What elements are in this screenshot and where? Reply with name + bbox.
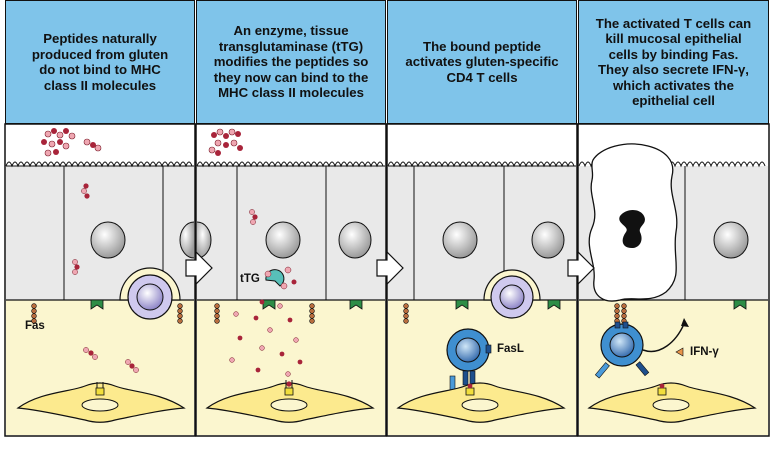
panel-1 bbox=[4, 123, 196, 437]
fasl-label: FasL bbox=[497, 343, 524, 355]
panel-4 bbox=[577, 123, 770, 437]
nucleus-1b bbox=[179, 221, 195, 259]
microvilli-1 bbox=[5, 161, 193, 168]
fas-receptor-1b bbox=[177, 303, 183, 324]
gluten-peptides-epithelium-2 bbox=[249, 209, 258, 225]
ifn-gamma-label: IFN-γ bbox=[690, 346, 719, 358]
ttg-label: tTG bbox=[240, 273, 260, 285]
apc-mhc-1 bbox=[95, 387, 105, 396]
gluten-peptides-lumen-2 bbox=[208, 128, 243, 156]
microvilli-3 bbox=[387, 161, 575, 168]
fragmented-nucleus bbox=[619, 210, 645, 248]
modified-peptides-2 bbox=[229, 299, 303, 377]
panel-2-header: An enzyme, tissue transglutaminase (tTG)… bbox=[196, 0, 386, 124]
panel-1-header: Peptides naturally produced from gluten … bbox=[5, 0, 195, 124]
panel-4-header: The activated T cells can kill mucosal e… bbox=[578, 0, 769, 124]
panel-2 bbox=[195, 123, 387, 437]
panel-3 bbox=[386, 123, 578, 437]
arrow-2-3 bbox=[376, 250, 404, 286]
nucleus-1a bbox=[90, 221, 126, 259]
mhc-molecule-1 bbox=[90, 299, 104, 310]
gluten-peptides-lamina-1 bbox=[83, 347, 139, 373]
microvilli-2 bbox=[196, 161, 384, 168]
gluten-peptides-epithelium-1 bbox=[72, 183, 90, 275]
fasl-3 bbox=[485, 344, 492, 354]
gluten-peptides-lumen-1 bbox=[41, 128, 102, 157]
ifn-gamma-molecule bbox=[675, 347, 684, 357]
panel-3-header: The bound peptide activates gluten-speci… bbox=[387, 0, 577, 124]
lymphocyte-nucleus bbox=[136, 283, 164, 311]
fas-receptor-1a bbox=[31, 303, 37, 324]
apc-nucleus-1 bbox=[81, 398, 119, 412]
ifn-arrow bbox=[642, 323, 685, 353]
arrow-1-2 bbox=[185, 250, 213, 286]
tcr-3a bbox=[462, 370, 469, 386]
arrow-3-4 bbox=[567, 250, 595, 286]
fas-label: Fas bbox=[25, 320, 45, 332]
step-arrows bbox=[185, 250, 595, 286]
